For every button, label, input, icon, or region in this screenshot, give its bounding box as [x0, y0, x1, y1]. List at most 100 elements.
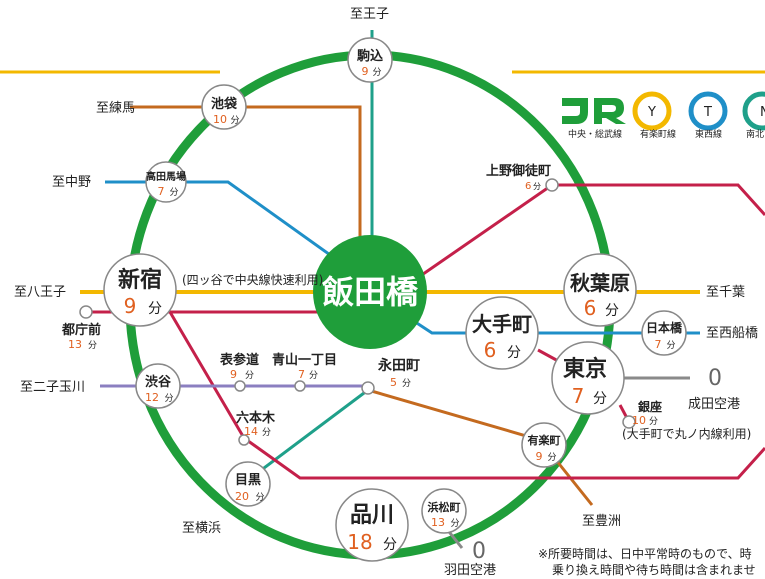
station-takadanobaba: 高田馬場 7 分 [145, 161, 187, 203]
y-line-badge: Y [632, 91, 672, 131]
uenookachimachi-minutes: 6 [525, 181, 531, 192]
station-minutes: 6 [484, 338, 497, 362]
aoyama-minutes: 7 [298, 368, 305, 381]
omotesando-minutes: 9 [230, 368, 237, 381]
station-name: 渋谷 [145, 374, 172, 390]
station-tokyo: 東京 7 分 [551, 341, 625, 415]
tochomae-name: 都庁前 [61, 322, 101, 338]
nagatacho-dot [361, 381, 375, 395]
tochomae-minutes: 13 [68, 338, 82, 351]
aoyama-dot [294, 380, 306, 392]
ginza-minutes: 10 [632, 414, 646, 427]
station-komagome: 駒込 9 分 [347, 37, 393, 83]
shinjuku-route-note: (四ッ谷で中央線快速利用) [182, 272, 323, 287]
station-unit: 分 [230, 115, 239, 126]
station-unit: 分 [383, 537, 397, 553]
station-minutes: 13 [431, 516, 445, 529]
aoyama-name: 青山一丁目 [272, 352, 337, 368]
t-line-badge: T [688, 91, 728, 131]
station-unit: 分 [547, 452, 556, 463]
station-minutes: 7 [158, 185, 165, 198]
ginza-unit: 分 [649, 416, 658, 427]
uenookachimachi-name: 上野御徒町 [486, 163, 551, 179]
nagatacho-minutes: 5 [390, 376, 397, 389]
nagatacho-unit: 分 [402, 378, 411, 389]
tochomae-dot [79, 305, 93, 319]
station-otemachi: 大手町 6 分 [465, 296, 539, 370]
station-ikebukuro: 池袋 10 分 [201, 84, 247, 130]
station-name: 新宿 [118, 267, 162, 293]
station-name: 日本橋 [646, 320, 683, 335]
footnote-line1: ※所要時間は、日中平常時のもので、時 [538, 546, 752, 561]
station-name: 有楽町 [528, 433, 561, 447]
nagatacho-name: 永田町 [377, 357, 420, 374]
omotesando-name: 表参道 [219, 352, 259, 368]
dest-yokohama: 至横浜 [182, 521, 221, 536]
narita-pin-icon: 0 [708, 366, 722, 391]
station-minutes: 6 [584, 296, 597, 320]
ginza-dot [622, 415, 636, 429]
ueno-dot [545, 178, 559, 192]
station-name: 浜松町 [428, 500, 461, 514]
station-name: 高田馬場 [146, 170, 186, 183]
station-name: 大手町 [472, 312, 532, 336]
t-label: 東西線 [695, 128, 722, 140]
dest-narita: 成田空港 [688, 397, 740, 412]
roppongi-dot [238, 434, 250, 446]
station-minutes: 9 [362, 65, 369, 78]
tochomae-unit: 分 [88, 340, 97, 351]
namboku-line-south [247, 388, 369, 482]
ginza-route-note: (大手町で丸ノ内線利用) [622, 426, 751, 441]
station-name: 東京 [563, 356, 607, 382]
station-shinjuku: 新宿 9 分 [103, 253, 177, 327]
station-yurakucho: 有楽町 9 分 [521, 422, 567, 468]
footnote-line2: 乗り換え時間や待ち時間は含まれませ [552, 562, 756, 577]
oedo-line-south [168, 311, 765, 480]
station-unit: 分 [148, 301, 162, 317]
dest-toyosu: 至豊洲 [582, 514, 621, 529]
station-unit: 分 [593, 391, 607, 407]
station-unit: 分 [164, 393, 173, 404]
t-letter: T [703, 105, 712, 120]
station-meguro: 目黒 20 分 [225, 461, 271, 507]
haneda-pin-icon: 0 [472, 539, 486, 564]
iidabashi-circle [313, 235, 427, 349]
station-name: 駒込 [356, 48, 384, 64]
station-akihabara: 秋葉原 6 分 [563, 253, 637, 327]
uenookachimachi-unit: 分 [533, 182, 541, 191]
dest-oji: 至王子 [350, 7, 389, 22]
station-shinagawa: 品川 18 分 [335, 488, 409, 562]
station-minutes: 10 [213, 113, 227, 126]
y-label: 有楽町線 [640, 128, 676, 140]
y-letter: Y [647, 105, 656, 120]
station-unit: 分 [666, 340, 675, 351]
station-minutes: 18 [347, 530, 372, 554]
station-unit: 分 [169, 187, 178, 198]
station-minutes: 9 [124, 294, 137, 318]
station-unit: 分 [372, 67, 381, 78]
dest-futakotamagawa: 至二子玉川 [20, 380, 85, 395]
dest-haneda: 羽田空港 [444, 563, 496, 578]
dest-hachioji: 至八王子 [14, 285, 66, 300]
station-hamamatsucho: 浜松町 13 分 [421, 488, 467, 534]
n-letter: N [760, 105, 765, 120]
dest-chiba: 至千葉 [706, 285, 745, 300]
station-minutes: 9 [536, 450, 543, 463]
roppongi-minutes: 14 [244, 425, 258, 438]
station-minutes: 7 [655, 338, 662, 351]
station-name: 秋葉原 [570, 271, 630, 295]
n-line-badge: N [742, 91, 765, 131]
station-unit: 分 [255, 492, 264, 503]
station-name: 池袋 [211, 96, 238, 112]
station-minutes: 12 [145, 391, 159, 404]
dest-nishifunabashi: 至西船橋 [706, 326, 758, 341]
ginza-name: 銀座 [637, 399, 662, 414]
oedo-line-east [399, 183, 765, 292]
roppongi-unit: 分 [262, 427, 271, 438]
station-unit: 分 [450, 518, 459, 529]
station-minutes: 7 [572, 384, 585, 408]
dest-nakano: 至中野 [52, 175, 91, 190]
roppongi-name: 六本木 [236, 410, 276, 426]
omotesando-unit: 分 [245, 370, 254, 381]
